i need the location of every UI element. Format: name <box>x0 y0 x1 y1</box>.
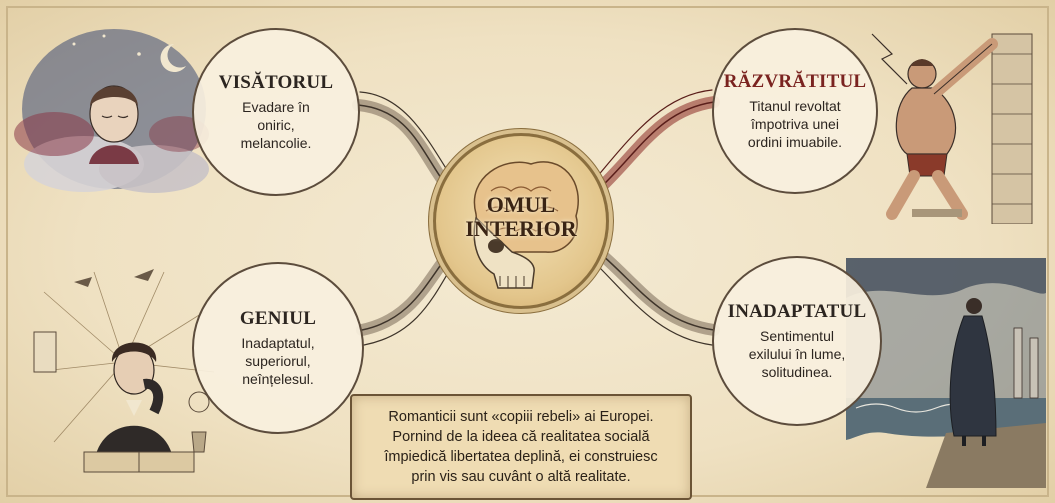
node-inadaptatul-desc: Sentimentul exilului în lume, solitudine… <box>748 328 846 380</box>
connector-visatorul <box>352 99 454 194</box>
node-inadaptatul: INADAPTATUL Sentimentul exilului în lume… <box>712 256 882 426</box>
summary-text: Romanticii sunt «copiii rebeli» ai Europ… <box>372 407 669 487</box>
summary-line-2: Pornind de la ideea că realitatea social… <box>392 429 650 445</box>
central-title-line2: INTERIOR <box>465 216 577 241</box>
dreamer-illustration <box>14 29 209 193</box>
node-visatorul-desc: Evadare în oniric, melancolie. <box>240 99 312 151</box>
central-node: OMUL INTERIOR <box>433 133 609 309</box>
connector-inadaptatul <box>596 249 720 336</box>
titan-illustration <box>871 33 1033 224</box>
summary-line-4: prin vis sau cuvânt o altă realitate. <box>411 469 631 485</box>
node-geniul-desc: Inadaptatul, superiorul, neînțelesul. <box>241 335 315 387</box>
central-title-line1: OMUL <box>486 192 556 217</box>
summary-scroll: Romanticii sunt «copiii rebeli» ai Europ… <box>350 394 692 500</box>
summary-line-3: împiedică libertatea deplină, ei constru… <box>384 449 658 465</box>
genius-illustration <box>33 269 215 473</box>
node-visatorul-title: VISĂTORUL <box>218 72 334 93</box>
brain-skull-icon <box>473 161 579 289</box>
node-razvratitul-desc: Titanul revoltat împotriva unei ordini i… <box>747 98 843 150</box>
node-geniul-title: GENIUL <box>239 308 317 329</box>
node-inadaptatul-title: INADAPTATUL <box>727 301 867 322</box>
node-visatorul: VISĂTORUL Evadare în oniric, melancolie. <box>192 28 360 196</box>
outcast-illustration <box>846 258 1046 488</box>
node-geniul: GENIUL Inadaptatul, superiorul, neînțele… <box>192 262 364 434</box>
summary-line-1: Romanticii sunt «copiii rebeli» ai Europ… <box>388 409 654 425</box>
connector-razvratitul <box>594 96 720 194</box>
node-razvratitul: RĂZVRĂTITUL Titanul revoltat împotriva u… <box>712 28 878 194</box>
node-razvratitul-title: RĂZVRĂTITUL <box>723 71 867 92</box>
